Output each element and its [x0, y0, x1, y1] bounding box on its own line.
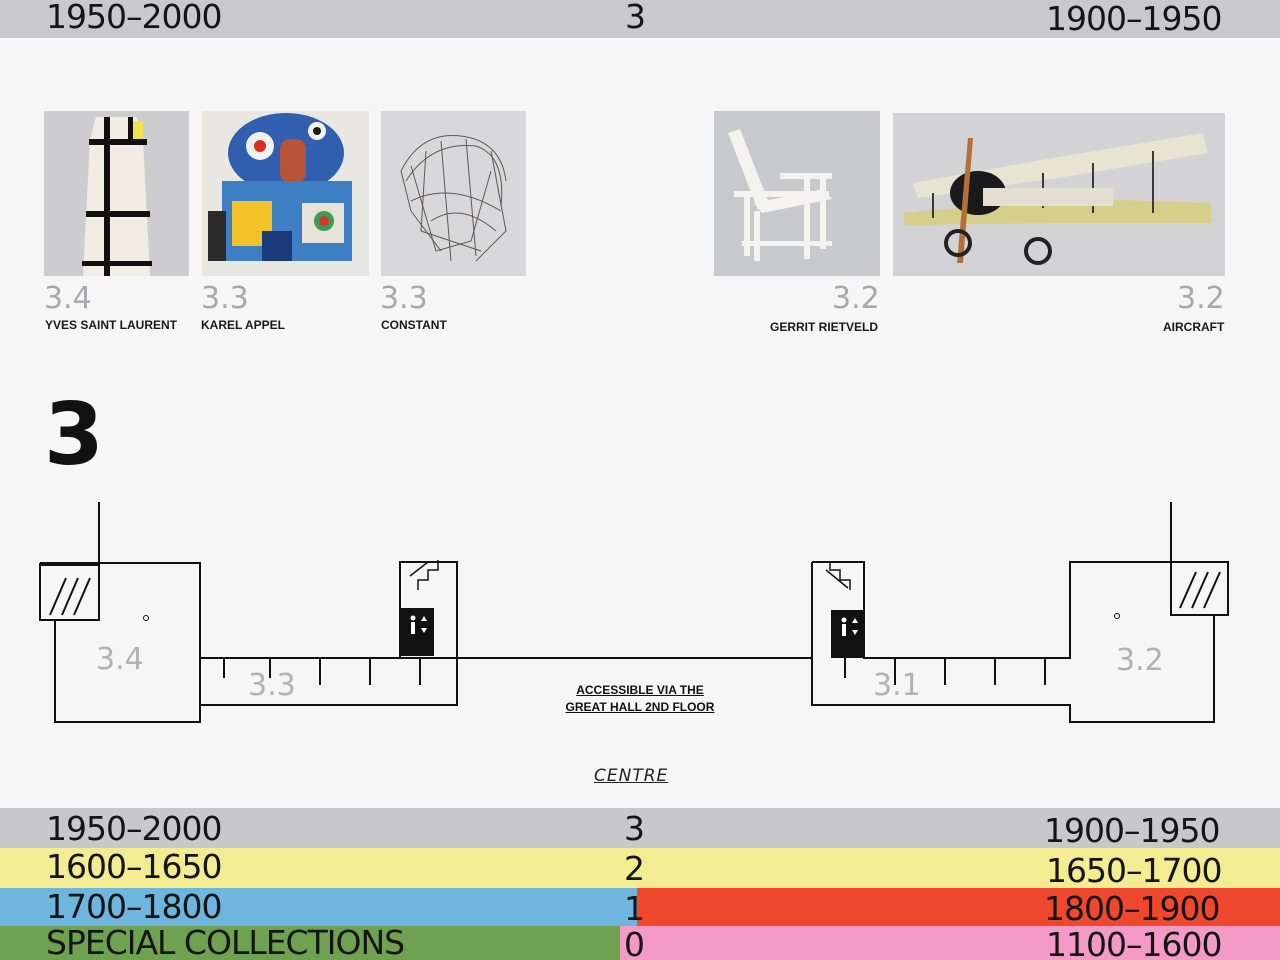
- room-label: 3.4: [96, 642, 144, 677]
- room-label: 3.1: [873, 668, 921, 703]
- floor-bar-right-background: [637, 888, 1280, 926]
- exhibit-code: 3.3: [380, 281, 428, 316]
- floor-bar-right-period: 1650–1700: [1046, 851, 1222, 889]
- room-label: 3.2: [1116, 643, 1164, 678]
- dress-illustration: [44, 111, 189, 276]
- floor-bar-right-period: 1900–1950: [1044, 811, 1220, 849]
- floor-bar-background: [0, 848, 1280, 888]
- exhibit-photo-dress[interactable]: [44, 111, 189, 276]
- access-note-line: GREAT HALL 2ND FLOOR: [565, 700, 715, 714]
- floor-bar-number: 1: [624, 889, 645, 927]
- floor-bar-left-period: SPECIAL COLLECTIONS: [46, 926, 405, 960]
- exhibit-photo-appel-painting[interactable]: [202, 111, 369, 276]
- floor-bar-0[interactable]: SPECIAL COLLECTIONS 0 1100–1600: [0, 926, 1280, 960]
- exhibit-name: CONSTANT: [381, 318, 447, 332]
- exhibit-name: AIRCRAFT: [1163, 320, 1225, 334]
- rietveld-chair-illustration: [714, 111, 880, 276]
- elevator-toilet-icon: [831, 610, 865, 658]
- elevator-toilet-icon: [400, 608, 434, 656]
- exhibit-name: KAREL APPEL: [201, 318, 286, 332]
- floor-bar-1[interactable]: 1700–1800 1 1800–1900: [0, 888, 1280, 926]
- top-bar-floor-number: 3: [625, 0, 646, 36]
- floor-number-heading: 3: [44, 385, 104, 485]
- exhibit-code: 3.4: [44, 281, 92, 316]
- exhibit-name: YVES SAINT LAURENT: [45, 318, 178, 332]
- floor-bar-number: 0: [624, 926, 645, 960]
- top-bar-right-period: 1900–1950: [1046, 0, 1222, 38]
- floor-plan-map: 3.4 3.3 3.1 3.2: [39, 502, 1229, 723]
- exhibit-photo-rietveld-chair[interactable]: [714, 111, 880, 276]
- floor-bar-2[interactable]: 1600–1650 2 1650–1700: [0, 848, 1280, 888]
- exhibit-code: 3.2: [832, 281, 880, 316]
- top-bar-left-period: 1950–2000: [46, 0, 222, 36]
- appel-painting-illustration: [202, 111, 369, 276]
- exhibit-code: 3.3: [201, 281, 249, 316]
- floor-bar-left-background: [0, 888, 637, 926]
- floor-bar-3[interactable]: 1950–2000 3 1900–1950: [0, 808, 1280, 848]
- floor-bar-background: [0, 808, 1280, 848]
- exhibit-photo-aircraft[interactable]: [893, 113, 1225, 276]
- centre-label: CENTRE: [594, 766, 669, 786]
- access-note: ACCESSIBLE VIA THE GREAT HALL 2ND FLOOR: [540, 682, 740, 716]
- floor-bar-left-period: 1600–1650: [46, 848, 222, 886]
- floor-bar-right-period: 1800–1900: [1044, 889, 1220, 927]
- exhibit-name: GERRIT RIETVELD: [770, 320, 879, 334]
- floor-bar-number: 2: [624, 849, 645, 888]
- floor-bar-number: 3: [624, 809, 645, 848]
- floor-bar-left-background: [0, 926, 620, 960]
- constant-sculpture-illustration: [381, 111, 526, 276]
- floor-bar-left-period: 1700–1800: [46, 888, 222, 926]
- exhibit-code: 3.2: [1177, 281, 1225, 316]
- top-floor-bar: 1950–2000 3 1900–1950: [0, 0, 1280, 38]
- aircraft-illustration: [893, 113, 1225, 276]
- floor-bar-right-period: 1100–1600: [1046, 926, 1222, 960]
- access-note-line: ACCESSIBLE VIA THE: [576, 683, 704, 697]
- floor-bar-right-background: [620, 926, 1280, 960]
- room-label: 3.3: [248, 668, 296, 703]
- exhibit-photo-constant-sculpture[interactable]: [381, 111, 526, 276]
- floor-bar-left-period: 1950–2000: [46, 809, 222, 848]
